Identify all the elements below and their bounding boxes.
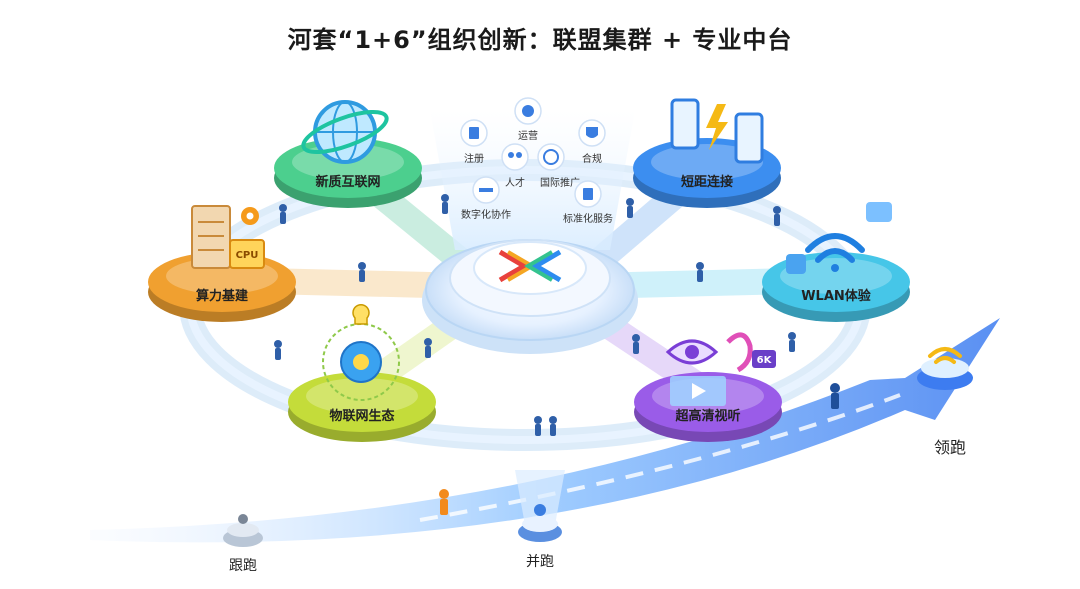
video-screen-icon — [670, 376, 726, 406]
ear-icon — [728, 335, 750, 370]
stage-follow-marker — [223, 514, 263, 547]
node-label: 物联网生态 — [329, 408, 394, 424]
resolution-badge: 6K — [752, 350, 776, 368]
node-4: WLAN体验 — [762, 252, 910, 322]
stage-parallel-marker — [515, 470, 565, 542]
hub-platform — [422, 240, 638, 354]
service-label: 人才 — [505, 176, 525, 189]
service-label: 运营 — [518, 129, 538, 142]
globe-icon — [538, 144, 564, 170]
node-label: 超高清视听 — [675, 408, 740, 424]
runner-icon — [238, 514, 248, 524]
node-label: 算力基建 — [196, 288, 248, 304]
service-label: 注册 — [464, 152, 484, 165]
svg-text:CPU: CPU — [236, 250, 259, 261]
service-label: 数字化协作 — [461, 208, 511, 221]
node-label: WLAN体验 — [801, 288, 872, 304]
svg-text:6K: 6K — [757, 355, 773, 366]
stage-label: 并跑 — [526, 554, 554, 570]
light-bulb-icon — [353, 305, 369, 324]
service-label: 合规 — [582, 152, 602, 165]
cpu-chip-icon: CPU — [230, 240, 264, 268]
gear-icon — [241, 207, 259, 225]
service-label: 标准化服务 — [563, 212, 613, 225]
thumbs-up-icon — [786, 254, 806, 274]
chat-bubble-icon — [866, 202, 892, 222]
node-label: 短距连接 — [681, 174, 733, 190]
runner-icon — [534, 504, 546, 516]
talent-icon — [502, 144, 528, 170]
service-label: 国际推广 — [540, 176, 580, 189]
stage-label: 领跑 — [934, 438, 966, 457]
server-rack-icon — [192, 206, 230, 268]
stage-label: 跟跑 — [229, 558, 257, 574]
node-label: 新质互联网 — [315, 174, 380, 190]
